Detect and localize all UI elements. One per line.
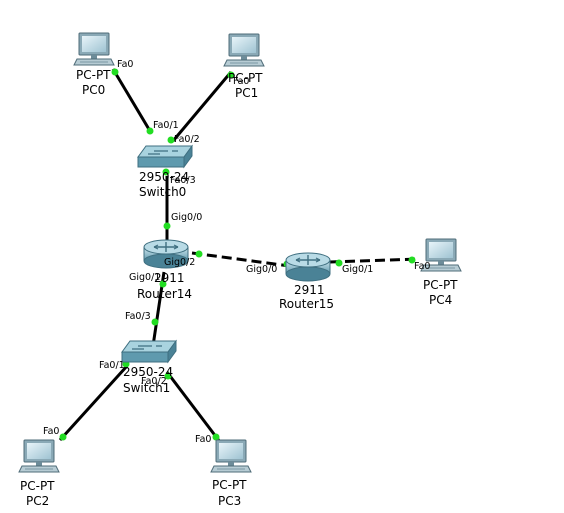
pc-icon: [223, 33, 265, 67]
device-model: 2911: [154, 271, 185, 285]
switch0[interactable]: 2950-24 Switch0: [137, 145, 193, 199]
link-status-dot: [408, 256, 416, 264]
pc3[interactable]: PC-PT PC3: [210, 439, 252, 508]
pc2[interactable]: PC-PT PC2: [18, 439, 60, 508]
link-status-dot: [159, 280, 167, 288]
pc4[interactable]: PC-PT PC4: [420, 238, 462, 307]
port-label: Fa0/3: [125, 311, 151, 322]
port-label: Gig0/1: [129, 272, 160, 283]
port-label: Fa0: [414, 261, 430, 272]
switch1[interactable]: 2950-24 Switch1: [121, 340, 177, 395]
link-status-dot: [146, 127, 154, 135]
device-name: Router14: [137, 287, 192, 301]
device-name: Router15: [279, 297, 334, 311]
port-label: Fa0/3: [170, 175, 196, 186]
link-status-dot: [195, 250, 203, 258]
link-switch1-pc3[interactable]: [165, 371, 222, 443]
port-label: Fa0: [195, 434, 211, 445]
port-label: Fa0/1: [99, 360, 125, 371]
pc-icon: [18, 439, 60, 473]
device-model: PC-PT: [20, 479, 55, 493]
port-label: Gig0/1: [342, 264, 373, 275]
port-label: Gig0/0: [246, 264, 277, 275]
device-model: PC-PT: [76, 68, 111, 82]
device-name: PC4: [429, 293, 452, 307]
link-status-dot: [167, 136, 175, 144]
pc-icon: [73, 32, 115, 66]
device-name: PC1: [235, 86, 258, 100]
router14[interactable]: 2911 Router14: [137, 239, 192, 301]
link-status-dot: [163, 222, 171, 230]
device-name: Switch0: [139, 185, 186, 199]
port-label: Fa0: [233, 76, 249, 87]
port-label: Gig0/0: [171, 212, 202, 223]
device-model: 2950-24: [123, 365, 173, 379]
device-model: 2911: [294, 283, 325, 297]
link-pc0-switch0[interactable]: [111, 68, 152, 132]
link-status-dot: [164, 372, 172, 380]
link-status-dot: [227, 71, 235, 79]
device-model: PC-PT: [423, 278, 458, 292]
device-name: PC3: [218, 494, 241, 508]
port-label: Fa0/1: [153, 120, 179, 131]
switch-icon: [137, 145, 193, 168]
switch-icon: [121, 340, 177, 363]
port-label: Fa0/2: [174, 134, 200, 145]
device-name: PC2: [26, 494, 49, 508]
device-model: PC-PT: [228, 71, 263, 85]
pc0[interactable]: PC-PT PC0: [73, 32, 115, 97]
link-switch1-pc2[interactable]: [58, 364, 129, 442]
link-status-dot: [59, 433, 67, 441]
device-model: 2950-24: [139, 170, 189, 184]
router-icon: [285, 252, 331, 282]
link-status-dot: [212, 433, 220, 441]
device-name: PC0: [82, 83, 105, 97]
port-label: Fa0: [43, 426, 59, 437]
device-model: PC-PT: [212, 478, 247, 492]
router15[interactable]: 2911 Router15: [279, 252, 334, 311]
port-label: Fa0/2: [141, 376, 167, 387]
port-label: Fa0: [117, 59, 133, 70]
pc-icon: [210, 439, 252, 473]
link-status-dot: [111, 68, 119, 76]
link-pc1-switch0[interactable]: [171, 71, 233, 142]
pc1[interactable]: PC-PT PC1: [223, 33, 265, 100]
device-name: Switch1: [123, 381, 170, 395]
link-status-dot: [335, 259, 343, 267]
port-label: Gig0/2: [164, 257, 195, 268]
link-router15-pc4[interactable]: [329, 257, 419, 264]
link-status-dot: [162, 168, 170, 176]
link-router14-router15[interactable]: [191, 251, 291, 268]
link-status-dot: [151, 318, 159, 326]
